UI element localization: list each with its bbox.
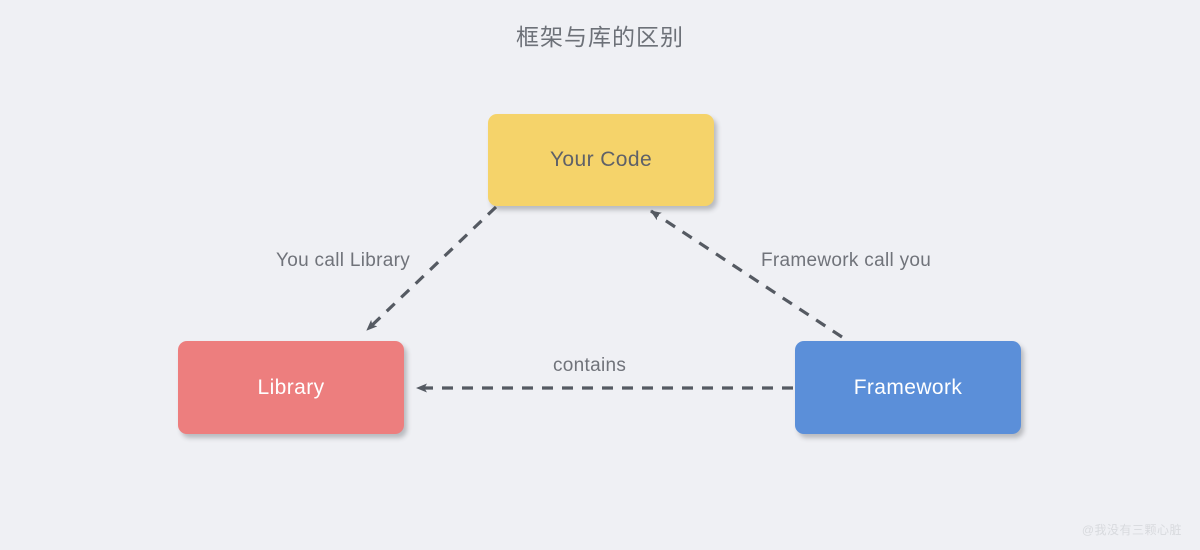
node-framework-label: Framework [853, 375, 963, 399]
node-library-label: Library [257, 375, 325, 399]
node-framework[interactable]: Framework [795, 341, 1021, 434]
edge-framework-call-you [650, 209, 843, 339]
node-your-code[interactable]: Your Code [488, 114, 714, 206]
edge-you-call-library [365, 205, 498, 332]
edge-label-you-call-library: You call Library [276, 250, 411, 271]
edge-label-contains: contains [553, 355, 627, 376]
node-your-code-label: Your Code [549, 148, 653, 171]
edge-label-framework-call-you: Framework call you [761, 250, 932, 271]
watermark: @我没有三颗心脏 [1081, 523, 1182, 537]
page-title: 框架与库的区别 [516, 24, 684, 50]
node-library[interactable]: Library [178, 341, 404, 434]
